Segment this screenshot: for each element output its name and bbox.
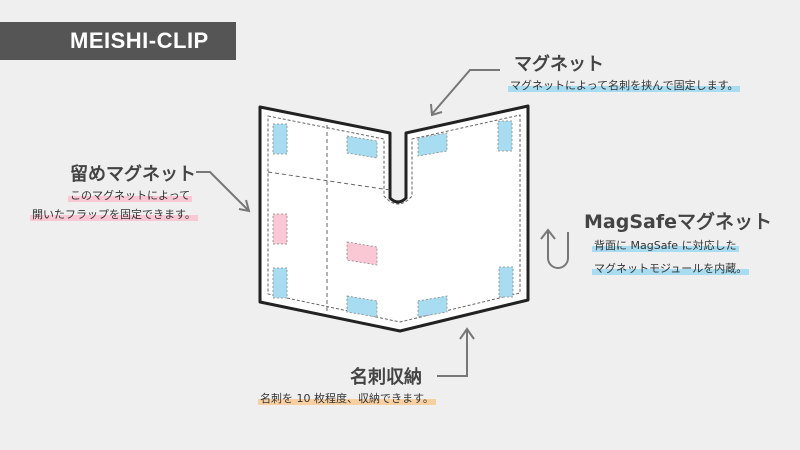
magnet-desc-text: マグネットによって名刺を挟んで固定します。 bbox=[508, 79, 741, 92]
magsafe-desc-2: マグネットモジュールを内蔵。 bbox=[592, 262, 750, 276]
magsafe-arc-arrowhead bbox=[540, 228, 556, 240]
magnet-bottom-left bbox=[272, 267, 288, 299]
magnet-top-right bbox=[497, 120, 513, 152]
clasp-magnet-desc-1: このマグネットによって bbox=[68, 189, 193, 203]
magsafe-arc-arrow bbox=[547, 232, 569, 269]
magsafe-desc-2-text: マグネットモジュールを内蔵。 bbox=[592, 262, 750, 275]
wallet-outline bbox=[258, 104, 530, 333]
magnet-heading: マグネット bbox=[514, 54, 604, 75]
card-leader-line bbox=[437, 330, 468, 377]
magnet-bottom-center-left bbox=[346, 295, 378, 318]
clasp-magnet-center bbox=[346, 241, 378, 266]
magsafe-desc-1: 背面に MagSafe に対応した bbox=[592, 239, 739, 253]
card-storage-desc: 名刺を 10 枚程度、収納できます。 bbox=[258, 392, 436, 406]
blue-magnets bbox=[272, 120, 514, 318]
clasp-magnet-heading: 留めマグネット bbox=[70, 164, 196, 185]
magnet-top-center-left bbox=[346, 135, 378, 159]
magsafe-desc-1-text: 背面に MagSafe に対応した bbox=[592, 239, 739, 252]
card-storage-desc-text: 名刺を 10 枚程度、収納できます。 bbox=[258, 392, 436, 405]
clasp-magnet-desc-1-text: このマグネットによって bbox=[68, 189, 193, 202]
magnet-desc: マグネットによって名刺を挟んで固定します。 bbox=[508, 79, 741, 93]
magsafe-heading: MagSafeマグネット bbox=[584, 211, 772, 233]
clasp-magnet-desc-2: 開いたフラップを固定できます。 bbox=[30, 208, 198, 222]
clasp-leader-line bbox=[196, 171, 249, 211]
card-storage-heading: 名刺収納 bbox=[350, 367, 422, 388]
card-leader-arrowhead bbox=[459, 327, 475, 340]
magnet-top-left bbox=[272, 123, 288, 155]
clasp-magnet-left bbox=[272, 213, 288, 245]
clasp-leader-arrowhead bbox=[238, 199, 251, 213]
magnet-bottom-center-right bbox=[417, 295, 448, 318]
pink-clasp-magnets bbox=[272, 213, 378, 266]
magnet-top-center-right bbox=[417, 132, 448, 157]
title-banner: MEISHI-CLIP bbox=[0, 22, 236, 60]
magnet-leader-arrowhead bbox=[430, 103, 443, 117]
wallet-stitching bbox=[267, 114, 521, 323]
magnet-leader-line bbox=[431, 69, 500, 115]
magnet-bottom-right bbox=[498, 266, 514, 298]
clasp-magnet-desc-2-text: 開いたフラップを固定できます。 bbox=[30, 208, 198, 221]
product-title: MEISHI-CLIP bbox=[70, 28, 209, 53]
